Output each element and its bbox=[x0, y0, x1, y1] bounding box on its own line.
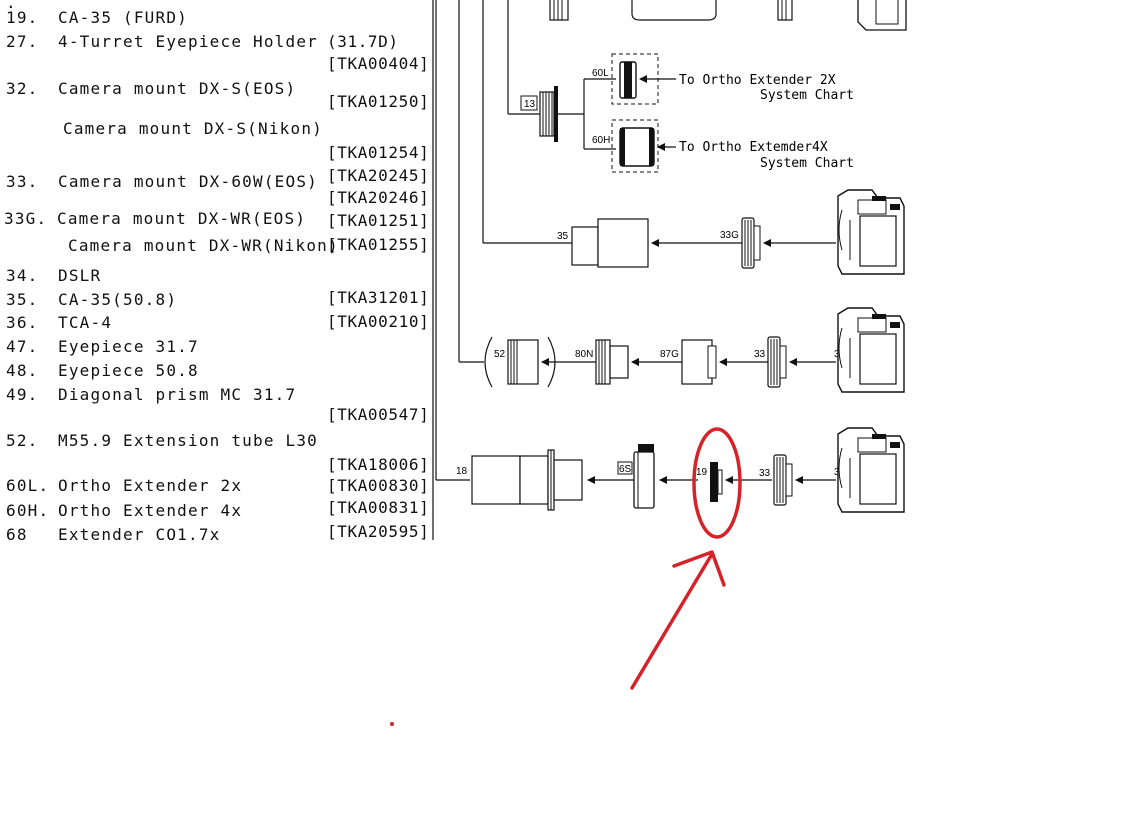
part-num: 60H. bbox=[6, 501, 50, 520]
part-name: M55.9 Extension tube L30 bbox=[58, 431, 318, 450]
part-60L: 60L bbox=[592, 53, 659, 105]
part-35: 35 bbox=[557, 218, 649, 268]
ortho-4x-note: To Ortho Extemder4X bbox=[679, 140, 828, 155]
part-60H: 60H bbox=[592, 119, 659, 173]
part-num: 47. bbox=[6, 337, 39, 356]
part-num: 27. bbox=[6, 32, 39, 51]
part-num: 33. bbox=[6, 172, 39, 191]
pointer-arrow bbox=[630, 552, 714, 690]
part-name: Ortho Extender 4x bbox=[58, 501, 243, 520]
part-33: 33 bbox=[754, 336, 787, 388]
part-code: [TKA20246] bbox=[327, 188, 430, 207]
part-code: [TKA20245] bbox=[327, 166, 430, 185]
part-code: (31.7D) bbox=[327, 32, 399, 51]
part-num: 32. bbox=[6, 79, 39, 98]
part-label: 33 bbox=[754, 349, 766, 360]
part-code: [TKA01250] bbox=[327, 92, 430, 111]
part-num: 33G. bbox=[4, 209, 48, 228]
part-label: 33 bbox=[759, 468, 771, 479]
crop-mask bbox=[0, 540, 440, 560]
part-33: 33 bbox=[759, 454, 793, 506]
part-num: 60L. bbox=[6, 476, 50, 495]
part-code: [TKA00210] bbox=[327, 312, 430, 331]
part-label: 6S bbox=[619, 464, 632, 475]
part-name: CA-35(50.8) bbox=[58, 290, 178, 309]
part-name: Ortho Extender 2x bbox=[58, 476, 243, 495]
part-name: DSLR bbox=[58, 266, 102, 285]
part-18: 18 bbox=[456, 449, 583, 511]
ortho-2x-note-line2: System Chart bbox=[760, 88, 854, 103]
pointer-arrowhead bbox=[672, 550, 726, 587]
part-num: 19. bbox=[6, 8, 39, 27]
parts-list-cut-row: . bbox=[6, 0, 17, 12]
part-code: [TKA01255] bbox=[327, 235, 430, 254]
part-19: 19 bbox=[696, 462, 723, 502]
part-80N: 80N bbox=[575, 339, 629, 385]
part-name: Camera mount DX-60W(EOS) bbox=[58, 172, 318, 191]
top-partial-components bbox=[549, 0, 907, 31]
part-label: 60L bbox=[592, 68, 609, 79]
part-code: [TKA01254] bbox=[327, 143, 430, 162]
highlight-ellipse bbox=[692, 427, 742, 539]
part-name: Eyepiece 50.8 bbox=[58, 361, 199, 380]
red-dot bbox=[390, 722, 394, 726]
part-label: 19 bbox=[696, 467, 708, 478]
part-num: 48. bbox=[6, 361, 39, 380]
part-label: 80N bbox=[575, 349, 593, 360]
part-name: Camera mount DX-S(EOS) bbox=[58, 79, 297, 98]
dslr-camera bbox=[837, 427, 905, 513]
part-code: [TKA31201] bbox=[327, 288, 430, 307]
part-52: 52 bbox=[484, 336, 556, 388]
part-6S: 6S bbox=[617, 444, 655, 509]
part-name: Camera mount DX-S(Nikon) bbox=[63, 119, 323, 138]
part-name: Camera mount DX-WR(EOS) bbox=[57, 209, 307, 228]
part-name: Extender CQ1.7x bbox=[58, 525, 221, 544]
highlight-annotation bbox=[390, 427, 742, 726]
part-name: Eyepiece 31.7 bbox=[58, 337, 199, 356]
part-label: 18 bbox=[456, 466, 468, 477]
part-label: 33G bbox=[720, 230, 739, 241]
part-num: 49. bbox=[6, 385, 39, 404]
part-code: [TKA00830] bbox=[327, 476, 430, 495]
part-name: Camera mount DX-WR(Nikon) bbox=[68, 236, 339, 255]
part-num: 36. bbox=[6, 313, 39, 332]
part-code: [TKA00831] bbox=[327, 498, 430, 517]
part-num: 34. bbox=[6, 266, 39, 285]
part-num: 35. bbox=[6, 290, 39, 309]
ortho-4x-note-line2: System Chart bbox=[760, 156, 854, 171]
ortho-2x-note: To Ortho Extender 2X bbox=[679, 73, 836, 88]
part-num: 68 bbox=[6, 525, 28, 544]
part-code: [TKA00404] bbox=[327, 54, 430, 73]
part-label: 52 bbox=[494, 349, 506, 360]
part-num: 52. bbox=[6, 431, 39, 450]
part-label: 13 bbox=[524, 99, 536, 110]
part-33G: 33G bbox=[720, 217, 761, 269]
part-label: 35 bbox=[557, 231, 569, 242]
part-code: [TKA18006] bbox=[327, 455, 430, 474]
part-label: 87G bbox=[660, 349, 679, 360]
part-name: Diagonal prism MC 31.7 bbox=[58, 385, 297, 404]
part-name: 4-Turret Eyepiece Holder bbox=[58, 32, 318, 51]
dslr-camera bbox=[837, 189, 905, 275]
part-code: [TKA00547] bbox=[327, 405, 430, 424]
part-name: TCA-4 bbox=[58, 313, 113, 332]
part-13: 13 bbox=[520, 86, 558, 142]
part-code: [TKA20595] bbox=[327, 522, 430, 541]
part-code: [TKA01251] bbox=[327, 211, 430, 230]
part-87G: 87G bbox=[660, 339, 717, 385]
part-name: CA-35 (FURD) bbox=[58, 8, 188, 27]
dslr-camera bbox=[837, 307, 905, 393]
part-label: 60H bbox=[592, 135, 610, 146]
